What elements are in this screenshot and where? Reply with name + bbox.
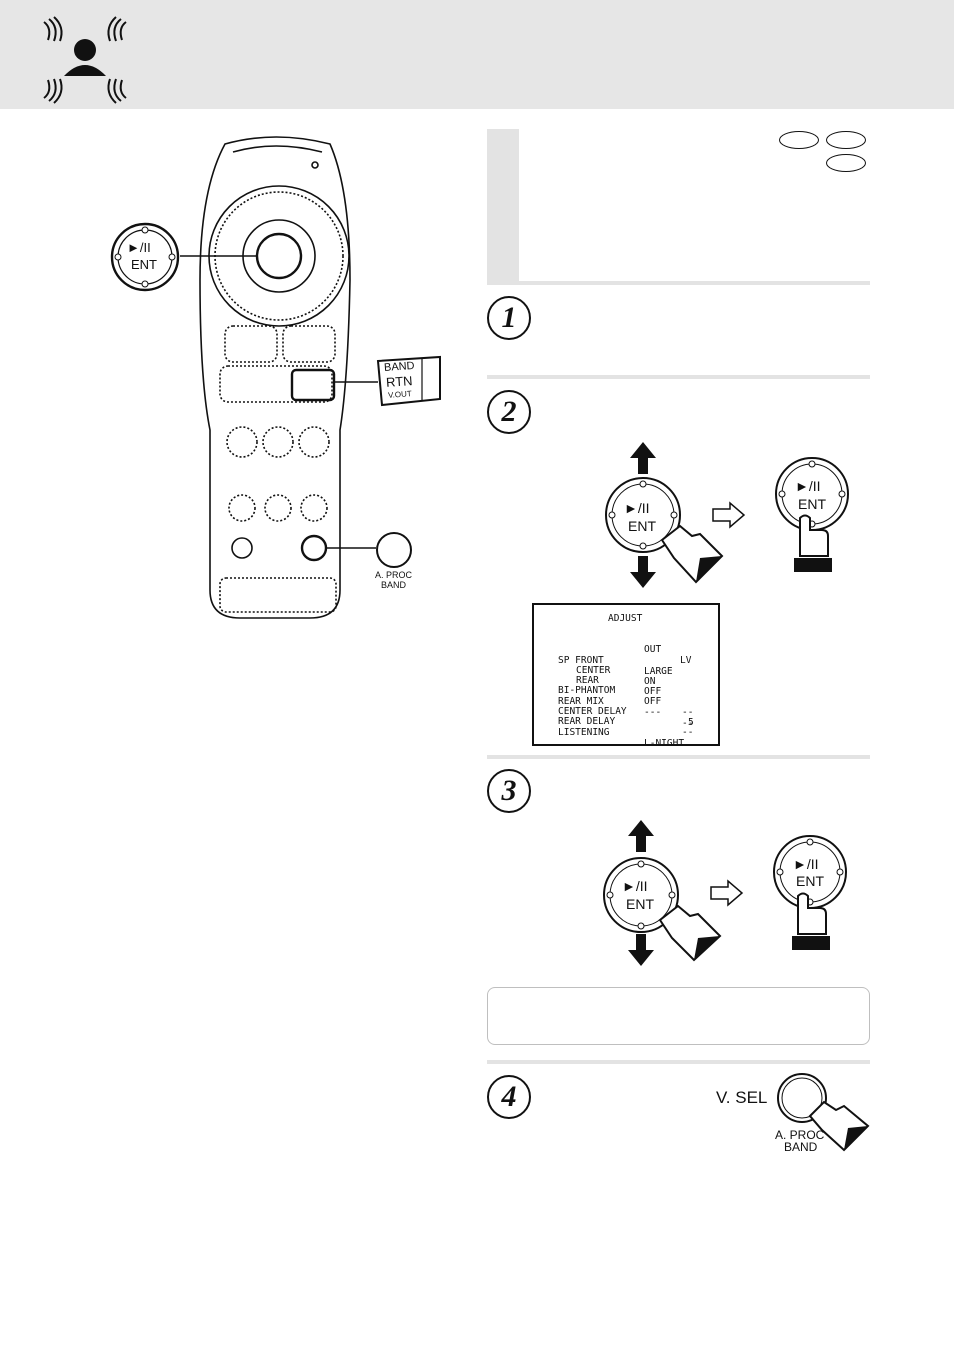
vsel-label: V. SEL: [716, 1088, 768, 1107]
step2-press-ent: ENT: [798, 496, 826, 512]
osd-row-label: SP FRONT: [558, 655, 604, 666]
disc-badge-3: [826, 154, 866, 172]
osd-row-label: REAR MIX: [558, 696, 604, 707]
step3-press-ent: ENT: [796, 873, 824, 889]
step3-joystick-play-pause: ►/II: [622, 878, 648, 894]
step3-joystick-illustration: [603, 820, 722, 966]
down-arrow-icon: [628, 934, 654, 966]
osd-row-label: REAR DELAY: [558, 716, 616, 727]
band-callout-line1: BAND: [383, 359, 415, 375]
ent-callout-ring: [110, 222, 180, 292]
osd-row-lv: --: [682, 718, 694, 729]
section-divider: [487, 281, 870, 285]
pressing-finger-icon: [797, 892, 827, 935]
aproc-button-line1: A. PROC: [775, 1128, 825, 1142]
aproc-callout-button: [376, 532, 412, 568]
osd-row-label: CENTER DELAY: [558, 706, 627, 717]
osd-row-lv: --: [682, 707, 694, 718]
step-divider: [487, 1060, 870, 1064]
step-divider: [487, 755, 870, 759]
osd-row-out: L-NIGHT: [644, 738, 685, 749]
step3-press-illustration: [773, 835, 847, 950]
band-callout-line2: RTN: [385, 373, 413, 390]
pointing-hand-icon: [808, 1100, 870, 1152]
osd-col-out: OUT: [644, 644, 662, 655]
step2-joystick-play-pause: ►/II: [624, 500, 650, 516]
aproc-callout-line2: BAND: [381, 580, 407, 590]
ent-callout-play-pause: ►/II: [127, 240, 151, 255]
osd-row-out: LARGE: [644, 666, 673, 677]
up-arrow-icon: [630, 442, 656, 474]
pressing-finger-icon: [799, 514, 829, 557]
remote-control-illustration: [180, 136, 378, 619]
step-divider: [487, 375, 870, 379]
step-3-number: 3: [487, 769, 531, 813]
aproc-callout-line1: A. PROC: [375, 570, 413, 580]
step2-press-illustration: [775, 457, 849, 572]
step3-press-play-pause: ►/II: [793, 856, 819, 872]
ent-callout-label: ENT: [131, 257, 157, 272]
pointing-hand-icon: [658, 904, 722, 962]
step2-joystick-ent: ENT: [628, 518, 656, 534]
osd-row-out: OFF: [644, 686, 662, 697]
aproc-band-button-illustration: [777, 1073, 870, 1152]
aproc-button-line2: BAND: [784, 1140, 818, 1154]
adjust-osd-screen: ADJUST OUT LV SP FRONT LARGE CENTER ON R…: [532, 603, 720, 749]
right-hollow-arrow-icon: [710, 879, 744, 907]
osd-row-label: CENTER: [576, 665, 611, 676]
right-hollow-arrow-icon: [712, 501, 746, 529]
step-1-number: 1: [487, 296, 531, 340]
step-2-number: 2: [487, 390, 531, 434]
osd-col-lv: LV: [680, 655, 692, 666]
osd-row-out: ---: [644, 707, 662, 718]
osd-row-out: ON: [644, 676, 656, 687]
osd-row-label: LISTENING: [558, 727, 610, 738]
osd-row-label: REAR: [576, 675, 599, 686]
osd-row-out: OFF: [644, 696, 662, 707]
disc-badge-2: [826, 131, 866, 149]
step2-press-play-pause: ►/II: [795, 478, 821, 494]
up-arrow-icon: [628, 820, 654, 852]
band-rtn-callout-box: [376, 355, 441, 407]
surround-listener-icon: [43, 16, 127, 104]
osd-row-lv: 5: [688, 717, 694, 728]
note-box: [487, 987, 870, 1045]
step3-joystick-ent: ENT: [626, 896, 654, 912]
disc-badge-1: [779, 131, 819, 149]
header-band: [0, 0, 954, 109]
pointing-hand-icon: [660, 524, 724, 584]
osd-row-lv: --: [682, 727, 694, 738]
section-marker-bar: [487, 129, 519, 281]
osd-title: ADJUST: [608, 613, 643, 624]
down-arrow-icon: [630, 556, 656, 588]
band-callout-line3: V.OUT: [387, 389, 413, 400]
step2-joystick-illustration: [605, 442, 724, 588]
step-4-number: 4: [487, 1075, 531, 1119]
osd-row-label: BI-PHANTOM: [558, 685, 616, 696]
